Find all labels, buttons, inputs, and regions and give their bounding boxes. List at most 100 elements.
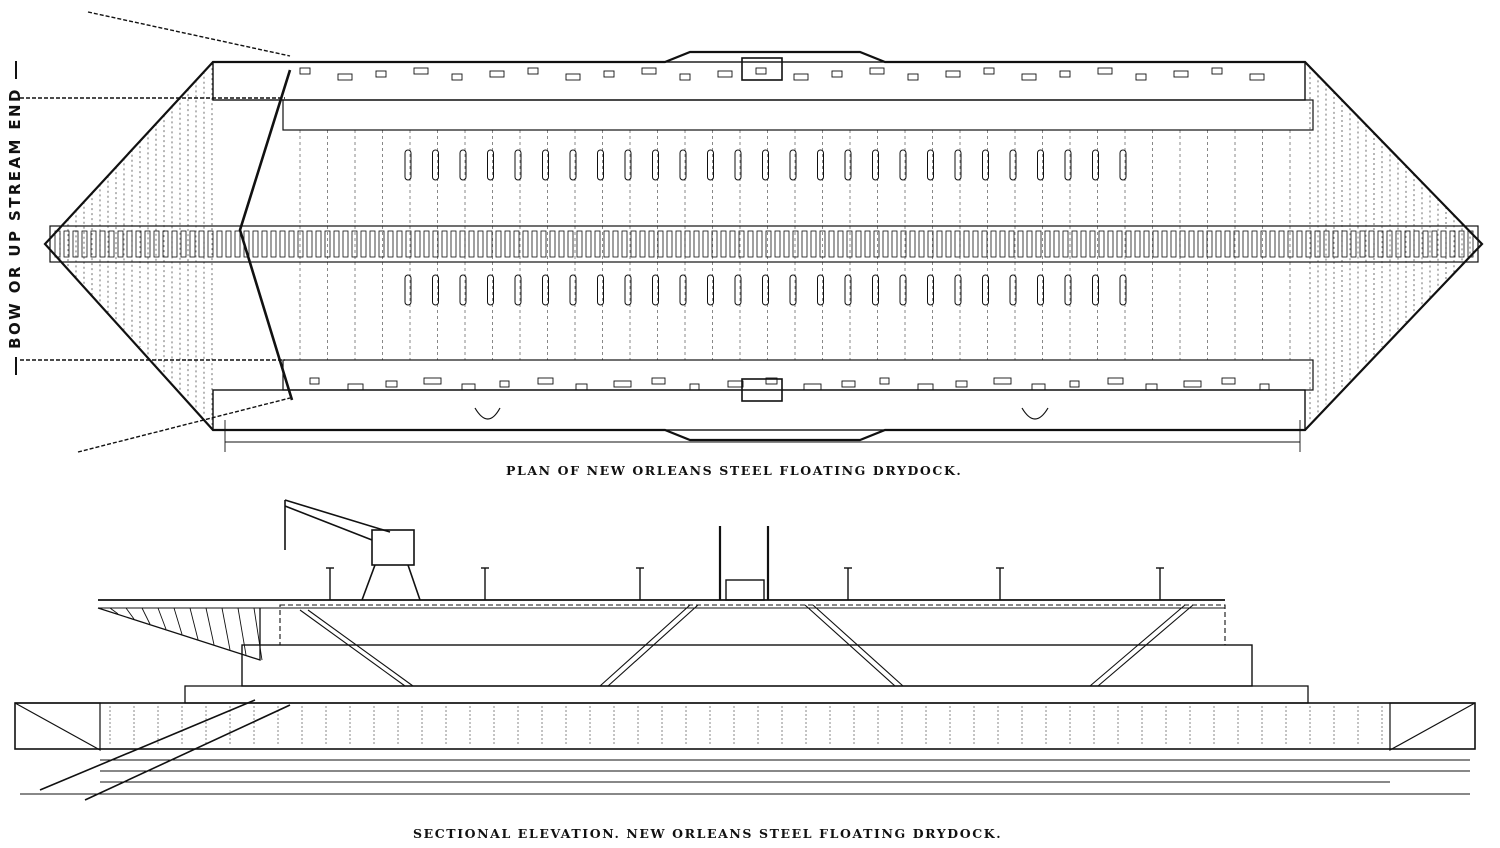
bilge-block [982, 274, 989, 306]
plan-caption: PLAN OF NEW ORLEANS STEEL FLOATING DRYDO… [506, 463, 963, 478]
deck-fitting [1107, 377, 1124, 385]
truss-member [237, 607, 247, 656]
deck-fitting [423, 377, 442, 385]
keel-block [432, 230, 439, 258]
truss-member [205, 607, 215, 645]
keel-block [603, 230, 610, 258]
keel-block [936, 230, 943, 258]
keel-block [99, 230, 106, 258]
keel-block [864, 230, 871, 258]
keel-block [1089, 230, 1096, 258]
keel-block [729, 230, 736, 258]
keel-block [396, 230, 403, 258]
deck-fitting [831, 70, 843, 78]
keel-block [387, 230, 394, 258]
deck-fitting [1211, 67, 1223, 75]
stair-flight [812, 604, 904, 687]
keel-block [144, 230, 151, 258]
bilge-block [1064, 274, 1072, 306]
deck-fitting [1097, 67, 1113, 75]
deck-fitting [347, 383, 364, 391]
keel-block [108, 230, 115, 258]
bilge-block [597, 274, 604, 306]
deck-fitting [337, 73, 353, 81]
keel-block [900, 230, 907, 258]
keel-block [513, 230, 520, 258]
keel-block [1377, 230, 1384, 258]
keel-block [1440, 230, 1447, 258]
keel-block [1080, 230, 1087, 258]
stair-flight [299, 609, 406, 687]
keel-block [927, 230, 934, 258]
bilge-block [1064, 149, 1072, 181]
keel-block [252, 230, 259, 258]
deck-fitting [841, 380, 856, 388]
bilge-block [899, 149, 907, 181]
keel-block [189, 230, 196, 258]
deck-fitting [993, 377, 1012, 385]
keel-block [873, 230, 880, 258]
plan-hull-outline [43, 50, 1484, 442]
keel-block [576, 230, 583, 258]
bilge-block [817, 149, 824, 181]
truss-member [125, 607, 135, 620]
deck-fitting [537, 377, 554, 385]
keel-block [1062, 230, 1069, 258]
keel-block [783, 230, 790, 258]
keel-block [1458, 230, 1465, 258]
keel-block [1134, 230, 1141, 258]
keel-block [1215, 230, 1222, 258]
elev-dimension-lines [20, 759, 1470, 795]
keel-block [360, 230, 367, 258]
deck-fitting [755, 67, 767, 75]
stair-flight [607, 604, 699, 687]
bilge-block [954, 149, 962, 181]
bilge-block [652, 149, 659, 181]
keel-block [1197, 230, 1204, 258]
keel-block [639, 230, 646, 258]
deck-fitting [375, 70, 387, 78]
bilge-block [487, 149, 494, 181]
stair-flight [599, 604, 691, 687]
bilge-block [872, 149, 879, 181]
bilge-block [432, 274, 439, 306]
bilge-block [899, 274, 907, 306]
bilge-block [762, 274, 769, 306]
elev-bow-hatch [14, 702, 101, 752]
keel-block [477, 230, 484, 258]
keel-block [72, 230, 79, 258]
deck-fitting [1031, 383, 1046, 391]
deck-fitting [461, 383, 476, 391]
keel-block [684, 230, 691, 258]
keel-block [1287, 230, 1294, 258]
keel-block [540, 230, 547, 258]
keel-block [1044, 230, 1051, 258]
keel-block [153, 230, 160, 258]
keel-block [1278, 230, 1285, 258]
elev-crane [284, 499, 421, 601]
keel-block [207, 230, 214, 258]
bilge-block [954, 274, 962, 306]
stair-flight [1097, 604, 1194, 687]
deck-fitting [309, 377, 320, 385]
keel-block [297, 230, 304, 258]
keel-block [1341, 230, 1348, 258]
keel-block [63, 230, 70, 258]
keel-block [450, 230, 457, 258]
keel-block [918, 230, 925, 258]
keel-block [972, 230, 979, 258]
keel-block [1008, 230, 1015, 258]
truss-member [253, 607, 263, 661]
bilge-block [679, 149, 687, 181]
keel-block [225, 230, 232, 258]
keel-block [1413, 230, 1420, 258]
keel-block [441, 230, 448, 258]
bilge-block [1119, 274, 1127, 306]
elev-mooring-lines [39, 699, 291, 801]
bilge-block [844, 149, 852, 181]
deck-fitting [499, 380, 510, 388]
bilge-block [734, 149, 742, 181]
keel-block [180, 230, 187, 258]
bilge-block [734, 274, 742, 306]
